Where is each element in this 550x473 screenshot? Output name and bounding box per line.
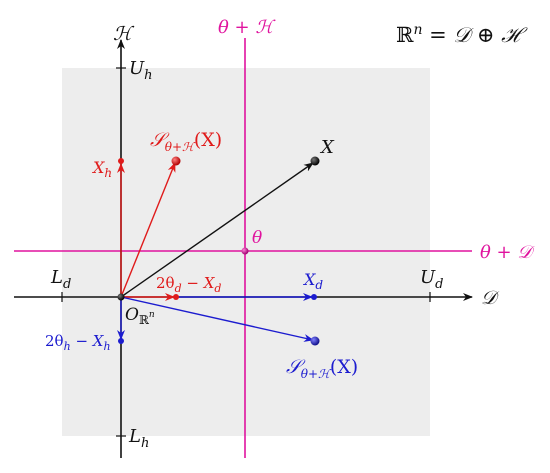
vector-x bbox=[120, 162, 314, 298]
reflect-d-label: 2θd − Xd bbox=[156, 274, 221, 295]
x-label: X bbox=[319, 137, 335, 158]
point-2theta-d bbox=[173, 294, 179, 300]
x-d-label: Xd bbox=[302, 270, 323, 292]
s-blue-label: 𝒮θ+ℋ(X) bbox=[286, 356, 358, 381]
point-s-blue bbox=[310, 336, 320, 346]
point-x bbox=[310, 156, 320, 166]
point-x-d bbox=[311, 294, 317, 300]
theta-label: θ bbox=[252, 228, 262, 248]
point-theta bbox=[241, 247, 249, 255]
origin-label: Oℝn bbox=[125, 305, 155, 327]
reflect-h-label: 2θh − Xh bbox=[45, 332, 111, 353]
point-origin bbox=[117, 293, 125, 301]
point-s-red bbox=[171, 156, 181, 166]
theta-plus-d-label: θ + 𝒟 bbox=[480, 242, 535, 263]
theta-plus-h-label: θ + ℋ bbox=[218, 17, 276, 38]
vector-s-blue bbox=[120, 296, 314, 342]
space-decomposition-title: ℝn = 𝒟 ⊕ ℋ bbox=[396, 22, 528, 47]
h-axis-label: ℋ bbox=[113, 23, 135, 45]
point-x-h bbox=[118, 158, 124, 164]
u-d-label: Ud bbox=[420, 267, 444, 292]
d-axis-label: 𝒟 bbox=[481, 287, 500, 309]
u-h-label: Uh bbox=[129, 58, 153, 83]
vector-s-red bbox=[120, 162, 176, 298]
point-2theta-h bbox=[118, 338, 124, 344]
l-h-label: Lh bbox=[128, 426, 149, 451]
l-d-label: Ld bbox=[50, 267, 71, 292]
x-h-label: Xh bbox=[91, 158, 112, 180]
